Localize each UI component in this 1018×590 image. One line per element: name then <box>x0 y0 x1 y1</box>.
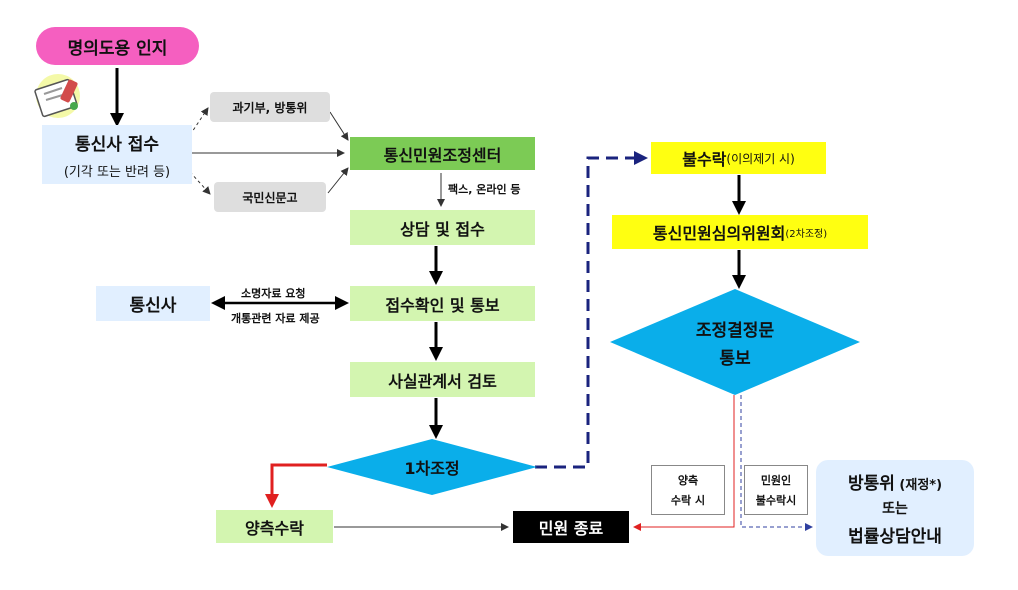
provide-data-label: 개통관련 자료 제공 <box>231 312 320 325</box>
decision-line-1: 조정결정문 <box>695 320 775 341</box>
petitioner-reject-line2: 불수락시 <box>755 494 797 507</box>
both-accept-node: 양측수락 <box>216 510 333 543</box>
decision-line-2: 통보 <box>719 348 751 369</box>
petition-node: 국민신문고 <box>214 182 326 212</box>
request-explain-label: 소명자료 요청 <box>241 287 306 300</box>
reject-main-label: 불수락 <box>682 150 727 169</box>
msit-node: 과기부, 방통위 <box>210 92 330 122</box>
fact-review-node: 사실관계서 검토 <box>350 362 535 397</box>
mediation-center-node: 통신민원조정센터 <box>350 137 535 170</box>
decision-notice-shape <box>610 289 860 395</box>
kcc-sub-label: (재정*) <box>894 478 943 493</box>
reject-sub-label: (이의제기 시) <box>726 151 795 166</box>
kcc-main-label: 방통위 <box>847 474 895 494</box>
petitioner-reject-line1: 민원인 <box>760 474 792 487</box>
reject-node: 불수락 (이의제기 시) <box>651 142 826 174</box>
kcc-legal-label: 법률상담안내 <box>848 527 942 547</box>
committee-main-label: 통신민원심의위원회 <box>652 224 786 243</box>
telco-receive-title: 통신사 접수 <box>74 134 160 155</box>
kcc-or-label: 또는 <box>882 501 908 517</box>
both-accept-when-line2: 수락 시 <box>670 494 706 507</box>
petitioner-reject-label: 민원인 불수락시 <box>744 465 808 515</box>
kcc-title-row: 방통위 (재정*) <box>848 469 942 494</box>
telco-receive-node: 통신사 접수 (기각 또는 반려 등) <box>42 125 192 184</box>
document-illustration-icon <box>34 74 80 118</box>
committee-sub-label: (2차조정) <box>785 228 828 240</box>
committee-node: 통신민원심의위원회 (2차조정) <box>612 215 868 249</box>
telco-receive-subtitle: (기각 또는 반려 등) <box>63 164 171 180</box>
both-accept-when-line1: 양측 <box>677 474 699 487</box>
first-mediation-shape <box>327 439 537 495</box>
telco-node: 통신사 <box>96 286 210 321</box>
both-accept-when-label: 양측 수락 시 <box>651 465 725 515</box>
start-node: 명의도용 인지 <box>36 27 199 65</box>
decision-notice-node: 조정결정문 통보 <box>610 289 860 395</box>
confirm-notify-node: 접수확인 및 통보 <box>350 286 535 321</box>
first-mediation-node: 1차조정 <box>404 459 460 478</box>
kcc-node: 방통위 (재정*) 또는 법률상담안내 <box>816 460 974 556</box>
complaint-end-node: 민원 종료 <box>513 511 629 543</box>
consult-node: 상담 및 접수 <box>350 210 535 245</box>
fax-online-label: 팩스, 온라인 등 <box>448 183 521 196</box>
